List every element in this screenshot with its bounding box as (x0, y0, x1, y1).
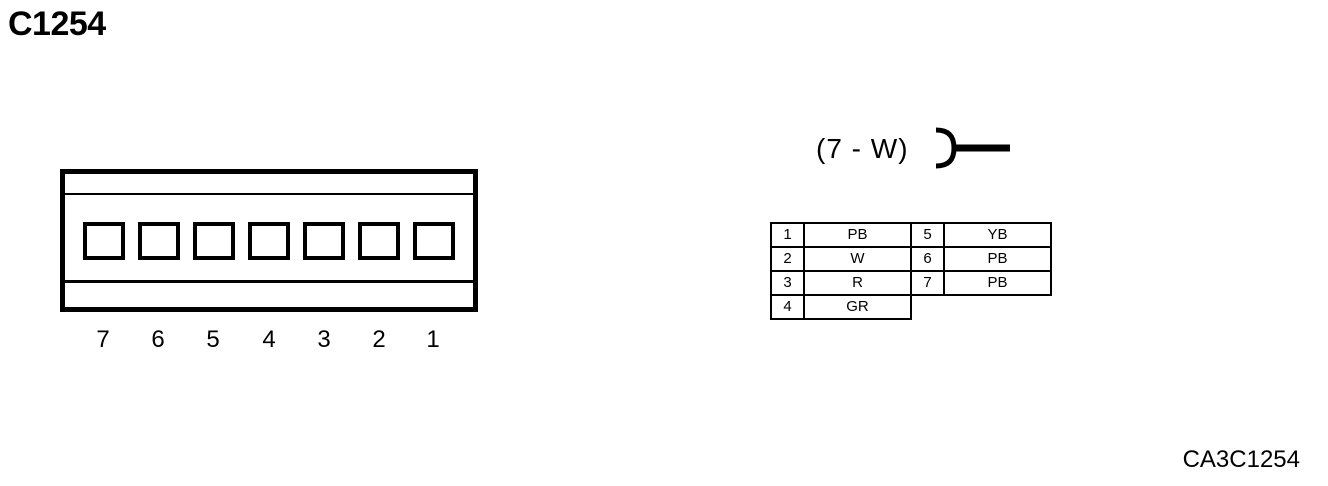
connector-face (60, 169, 478, 312)
table-row: 4 GR (770, 294, 1051, 320)
pin-number: 3 (770, 270, 805, 296)
pin-label-3: 3 (317, 326, 331, 353)
pin-label-4: 4 (262, 326, 276, 353)
pin-cavity-4 (248, 222, 290, 260)
table-row: 3 R 7 PB (770, 270, 1052, 296)
wire-color: PB (943, 270, 1052, 296)
wire-color: YB (943, 222, 1052, 248)
pin-cavity-1 (413, 222, 455, 260)
connector-id-label: (7 - W) (816, 133, 909, 164)
connector-top-rail (65, 193, 473, 195)
wire-color: PB (803, 222, 912, 248)
pin-number: 5 (910, 222, 945, 248)
pin-cavity-3 (303, 222, 345, 260)
pin-label-7: 7 (96, 326, 110, 353)
pin-cavity-5 (193, 222, 235, 260)
pin-cavity-6 (138, 222, 180, 260)
pin-label-6: 6 (151, 326, 165, 353)
pin-cavity-7 (83, 222, 125, 260)
table-row: 1 PB 5 YB (770, 222, 1052, 248)
empty-cell (944, 295, 1051, 319)
pin-label-1: 1 (426, 326, 440, 353)
pin-number: 6 (910, 246, 945, 272)
wire-color: GR (803, 294, 912, 320)
pin-number: 4 (770, 294, 805, 320)
pin-label-2: 2 (372, 326, 386, 353)
pin-color-table: 1 PB 5 YB 2 W 6 PB 3 R 7 PB 4 GR (770, 222, 1052, 320)
pin-cavity-2 (358, 222, 400, 260)
wire-color: PB (943, 246, 1052, 272)
wire-color: R (803, 270, 912, 296)
pin-number: 2 (770, 246, 805, 272)
connector-bottom-rail (65, 280, 473, 283)
figure-code: CA3C1254 (1182, 446, 1300, 473)
table-row: 2 W 6 PB (770, 246, 1052, 272)
wire-color: W (803, 246, 912, 272)
pin-number: 1 (770, 222, 805, 248)
empty-cell (911, 295, 944, 319)
pin-label-5: 5 (206, 326, 220, 353)
pin-number: 7 (910, 270, 945, 296)
plug-icon (935, 127, 1010, 169)
connector-title: C1254 (8, 5, 106, 43)
